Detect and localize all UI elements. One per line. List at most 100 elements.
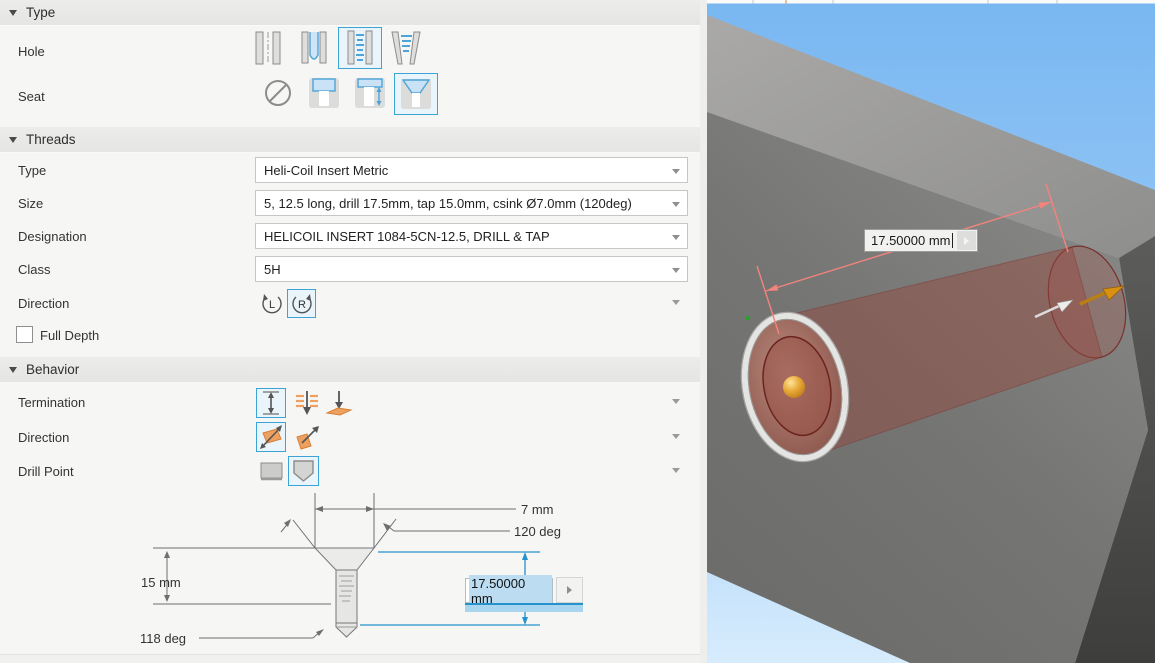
panel-viewport-divider[interactable] — [700, 0, 707, 663]
direction-flip-icon — [296, 425, 319, 450]
termination-through-all-button[interactable] — [293, 390, 321, 416]
diagram-arrowheads — [164, 506, 391, 636]
depth-dimension-input[interactable]: 17.50000 mm — [864, 229, 978, 252]
countersink-icon — [401, 79, 431, 109]
center-grip-sphere[interactable] — [783, 376, 805, 398]
thread-size-label: Size — [18, 196, 44, 211]
hole-properties-panel: Type Hole — [0, 0, 700, 663]
flyout-arrow-icon — [567, 586, 572, 594]
clearance-hole-icon — [301, 31, 327, 64]
seat-row-label: Seat — [18, 89, 45, 104]
chevron-down-icon[interactable] — [672, 468, 680, 473]
section-header-type[interactable]: Type — [0, 0, 700, 26]
tapped-hole-icon — [347, 30, 373, 65]
hole-type-options — [246, 27, 428, 69]
countersink-profile — [313, 547, 376, 571]
drill-tip-profile — [335, 622, 358, 638]
dimension-flyout-button[interactable] — [957, 231, 976, 250]
flip-arrow-silver[interactable] — [1034, 299, 1074, 319]
right-hand-icon: R — [291, 293, 312, 313]
collapse-arrow-icon — [9, 136, 17, 143]
thread-type-value: Heli-Coil Insert Metric — [264, 162, 389, 178]
hole-type-tapped[interactable] — [338, 27, 382, 69]
thread-class-label: Class — [18, 262, 51, 277]
left-hand-icon: L — [261, 293, 282, 313]
termination-distance-button[interactable] — [256, 388, 286, 418]
panel-footer-strip — [0, 654, 700, 663]
hole-type-clearance[interactable] — [292, 27, 336, 69]
chevron-down-icon[interactable] — [672, 399, 680, 404]
chevron-down-icon — [672, 169, 680, 174]
no-seat-icon — [265, 80, 291, 106]
hole-type-drilled[interactable] — [246, 27, 290, 69]
origin-point — [746, 316, 750, 320]
thread-class-value: 5H — [264, 261, 281, 277]
thread-direction-label: Direction — [18, 296, 70, 311]
section-header-threads[interactable]: Threads — [0, 127, 700, 153]
right-hand-thread-button[interactable]: R — [287, 289, 316, 318]
spotface-icon — [355, 78, 385, 108]
3d-viewport[interactable]: 17.50000 mm — [707, 0, 1155, 663]
dimension-value: 17.50000 mm — [871, 233, 951, 248]
chevron-down-icon[interactable] — [672, 434, 680, 439]
thread-class-dropdown[interactable]: 5H — [255, 256, 688, 282]
depth-field-highlight-bar — [465, 605, 583, 612]
section-title: Threads — [26, 132, 76, 147]
section-header-behavior[interactable]: Behavior — [0, 357, 700, 383]
viewport-scene — [707, 0, 1155, 663]
hole-row-label: Hole — [18, 44, 45, 59]
thread-designation-dropdown[interactable]: HELICOIL INSERT 1084-5CN-12.5, DRILL & T… — [255, 223, 688, 249]
thread-type-dropdown[interactable]: Heli-Coil Insert Metric — [255, 157, 688, 183]
viewport-top-strip — [707, 0, 1155, 4]
to-face-icon — [325, 391, 353, 416]
drill-point-flat-button[interactable] — [258, 460, 285, 483]
thread-depth-label: 15 mm — [141, 575, 181, 590]
depth-input[interactable]: 17.50000 mm — [465, 574, 553, 607]
section-title: Behavior — [26, 362, 80, 377]
thread-designation-value: HELICOIL INSERT 1084-5CN-12.5, DRILL & T… — [264, 228, 550, 244]
chevron-down-icon — [672, 235, 680, 240]
text-cursor — [951, 233, 953, 248]
direction-default-icon — [260, 425, 282, 449]
through-all-icon — [296, 391, 318, 415]
left-hand-thread-button[interactable]: L — [259, 291, 284, 316]
part-front-face[interactable] — [707, 112, 1148, 663]
seat-countersink[interactable] — [394, 73, 438, 115]
seat-options — [256, 73, 438, 115]
section-title: Type — [26, 5, 56, 20]
depth-expression-button[interactable] — [556, 577, 583, 603]
full-depth-label: Full Depth — [40, 328, 100, 343]
angle-drill-point-icon — [293, 460, 314, 482]
seat-spotface[interactable] — [348, 73, 392, 113]
collapse-arrow-icon — [9, 9, 17, 16]
drilled-hole-icon — [255, 31, 281, 65]
depth-input-value: 17.50000 mm — [469, 574, 552, 607]
flat-drill-point-icon — [260, 462, 283, 481]
direction-default-button[interactable] — [256, 422, 286, 452]
termination-to-button[interactable] — [324, 390, 354, 416]
seat-counterbore[interactable] — [302, 73, 346, 113]
seat-none[interactable] — [256, 73, 300, 113]
hole-section-diagram: 7 mm 120 deg 15 mm 118 deg — [140, 493, 561, 646]
behavior-direction-label: Direction — [18, 430, 70, 445]
csink-diameter-label: 7 mm — [521, 502, 554, 517]
chevron-down-icon[interactable] — [672, 300, 680, 305]
direction-flip-button[interactable] — [292, 424, 322, 451]
taper-tapped-hole-icon — [391, 31, 421, 65]
drill-point-angle-button[interactable] — [288, 456, 319, 486]
counterbore-icon — [309, 78, 339, 108]
hole-type-taper-tapped[interactable] — [384, 27, 428, 69]
thread-size-dropdown[interactable]: 5, 12.5 long, drill 17.5mm, tap 15.0mm, … — [255, 190, 688, 216]
direction-arrow-gold[interactable] — [1079, 285, 1126, 306]
part-right-face[interactable] — [1075, 236, 1155, 663]
full-depth-checkbox[interactable] — [16, 326, 33, 343]
thread-size-value: 5, 12.5 long, drill 17.5mm, tap 15.0mm, … — [264, 195, 632, 211]
thread-designation-label: Designation — [18, 229, 87, 244]
svg-text:R: R — [298, 299, 306, 311]
flyout-arrow-icon — [964, 236, 969, 245]
depth-field-underline — [465, 603, 583, 605]
svg-text:L: L — [268, 299, 274, 311]
part-top-face[interactable] — [707, 15, 1155, 258]
collapse-arrow-icon — [9, 366, 17, 373]
